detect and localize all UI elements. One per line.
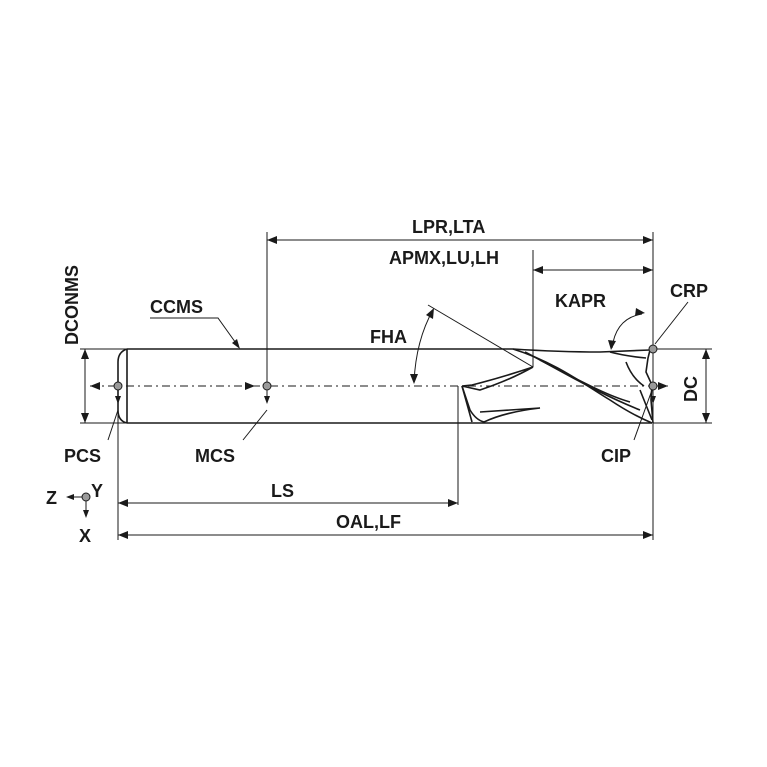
label-lpr-lta: LPR,LTA — [412, 217, 485, 237]
leader-crp: CRP — [648, 281, 708, 354]
dim-oal-lf: OAL,LF — [118, 512, 653, 539]
dim-ls: LS — [118, 481, 458, 507]
point-pcs: PCS — [64, 381, 123, 466]
label-axis-x: X — [79, 526, 91, 546]
pcs-point — [113, 381, 123, 391]
label-kapr: KAPR — [555, 291, 606, 311]
label-axis-z: Z — [46, 488, 57, 508]
end-cutting-edge — [609, 351, 653, 421]
shank-outline — [127, 348, 513, 424]
tool-body — [117, 348, 654, 424]
angle-kapr: KAPR — [555, 291, 645, 350]
flute-top-edge — [512, 348, 651, 353]
mcs-point — [262, 381, 272, 391]
centerline-arrow-left — [90, 382, 100, 390]
axis-legend: Z Y X — [46, 481, 103, 546]
tool-tip — [645, 349, 654, 424]
label-fha: FHA — [370, 327, 407, 347]
label-dc: DC — [681, 376, 701, 402]
leader-ccms: CCMS — [150, 297, 240, 349]
centerline-arrow-mid — [245, 382, 255, 390]
flute-gash-lower-2 — [461, 385, 473, 423]
helix-curve-3 — [539, 359, 631, 403]
axis-origin-point — [81, 492, 91, 502]
angle-fha: FHA — [370, 304, 534, 384]
point-mcs: MCS — [195, 381, 272, 466]
cip-point — [648, 381, 658, 391]
label-mcs: MCS — [195, 446, 235, 466]
dim-lpr-lta: LPR,LTA — [267, 217, 653, 244]
dim-apmx-lu-lh: APMX,LU,LH — [389, 248, 653, 274]
dim-dconms: DCONMS — [62, 265, 89, 423]
helix-curve-2 — [524, 351, 641, 411]
label-crp: CRP — [670, 281, 708, 301]
label-ls: LS — [271, 481, 294, 501]
leader-cip: CIP — [601, 381, 664, 466]
flute-gash-upper — [461, 366, 534, 391]
label-oal-lf: OAL,LF — [336, 512, 401, 532]
label-cip: CIP — [601, 446, 631, 466]
label-ccms: CCMS — [150, 297, 203, 317]
label-pcs: PCS — [64, 446, 101, 466]
label-axis-y: Y — [91, 481, 103, 501]
label-apmx-lu-lh: APMX,LU,LH — [389, 248, 499, 268]
dim-dc: DC — [681, 349, 710, 423]
flute-gash-lower — [461, 385, 541, 423]
crp-point — [648, 344, 658, 354]
label-dconms: DCONMS — [62, 265, 82, 345]
